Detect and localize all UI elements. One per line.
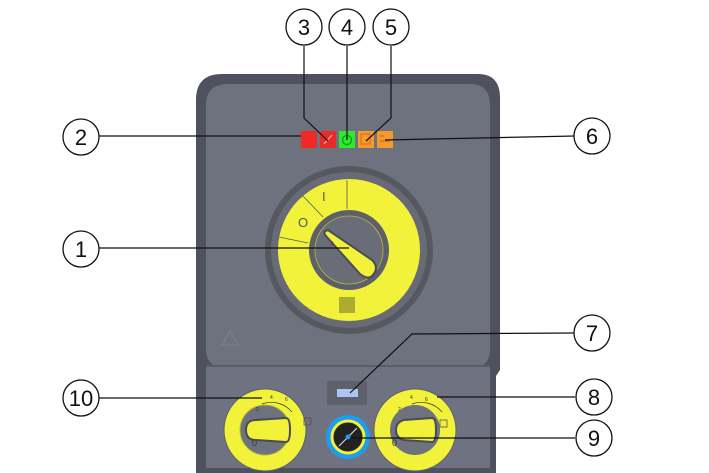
svg-text:6: 6: [425, 397, 428, 403]
display: [327, 381, 367, 405]
svg-text:3: 3: [298, 15, 310, 40]
pointer-symbol: ▲: [329, 240, 336, 247]
svg-text:1: 1: [75, 237, 87, 262]
callout-10: 10: [62, 379, 100, 417]
left-knob[interactable]: 0 2 4 6: [223, 388, 312, 472]
fuel-tank-icon: [360, 133, 371, 145]
callout-lines: [99, 46, 576, 439]
knob-handle: [244, 416, 292, 444]
svg-text:10: 10: [69, 386, 93, 411]
callout-5: 5: [372, 8, 410, 46]
callout-9: 9: [575, 419, 613, 457]
svg-text:6: 6: [586, 124, 598, 149]
callout-4: 4: [328, 8, 366, 46]
indicator-red: [301, 131, 317, 148]
svg-text:8: 8: [588, 385, 600, 410]
detergent-icon: [439, 419, 448, 428]
svg-text:4: 4: [410, 395, 413, 401]
detergent-icon: [303, 417, 312, 426]
switch-handle: [323, 228, 377, 279]
svg-text:9: 9: [588, 426, 600, 451]
callout-2: 2: [62, 118, 100, 156]
svg-text:7: 7: [586, 321, 598, 346]
callout-7: 7: [573, 314, 611, 352]
svg-text:5: 5: [385, 15, 397, 40]
right-knob[interactable]: 0 2 4 6: [373, 388, 457, 472]
position-on-label: I: [322, 189, 326, 204]
qr-code: [339, 297, 355, 313]
info-icon: [380, 135, 390, 142]
svg-text:2: 2: [256, 407, 259, 413]
main-switch[interactable]: O I ▲: [265, 166, 433, 334]
position-off-label: O: [298, 215, 308, 230]
svg-text:2: 2: [75, 125, 87, 150]
callout-8: 8: [575, 378, 613, 416]
callout-3: 3: [285, 8, 323, 46]
svg-text:0: 0: [252, 438, 257, 448]
svg-text:2: 2: [398, 407, 401, 413]
svg-text:4: 4: [341, 15, 353, 40]
warning-triangle-icon: [220, 329, 240, 346]
svg-text:6: 6: [285, 397, 288, 403]
callouts: 1 2 3 4 5 6 7 8 9 10: [62, 8, 613, 457]
wrench-icon: [323, 134, 333, 145]
svg-text:4: 4: [270, 395, 273, 401]
pressure-gauge: [326, 415, 370, 459]
callout-1: 1: [62, 230, 100, 268]
svg-text:0: 0: [392, 438, 397, 448]
callout-6: 6: [573, 117, 611, 155]
knob-handle: [394, 416, 438, 444]
